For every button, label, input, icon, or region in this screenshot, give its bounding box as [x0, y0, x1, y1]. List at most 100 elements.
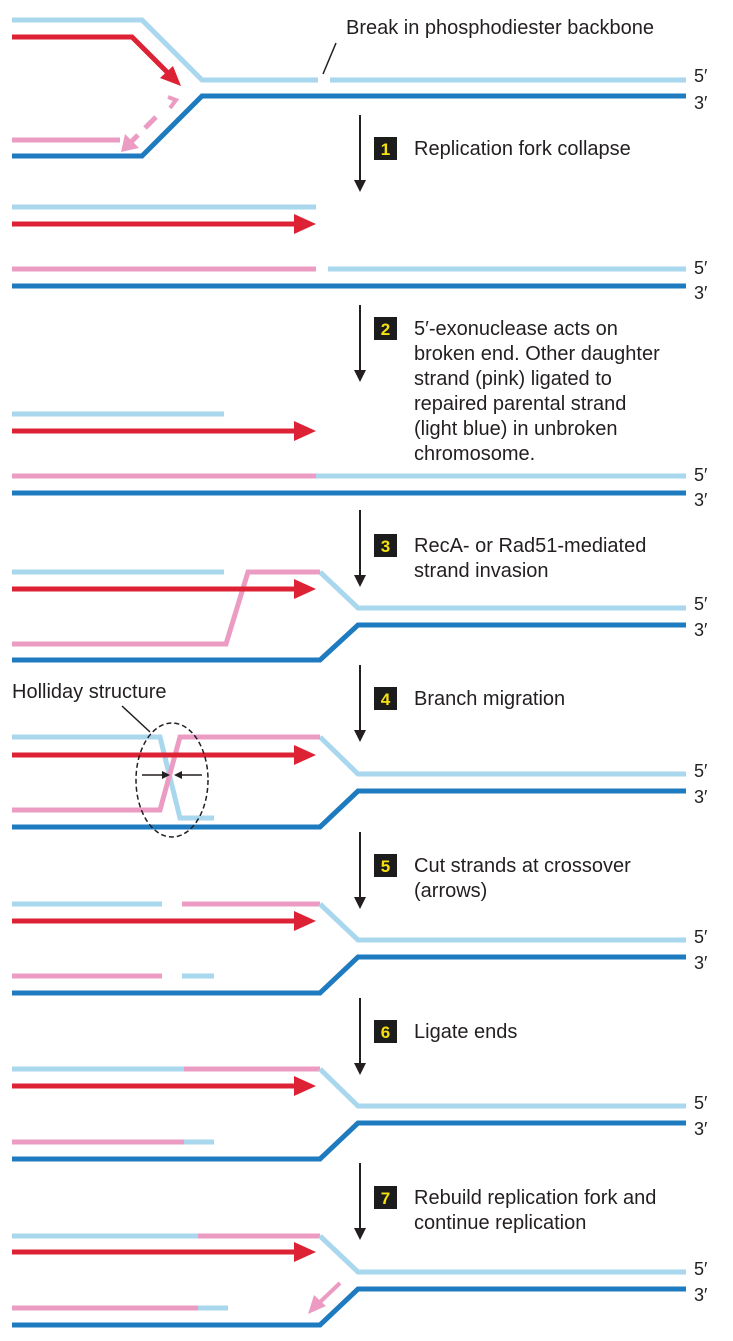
daughter-pink-strand — [12, 734, 320, 813]
end-label-3prime: 3′ — [694, 953, 708, 973]
panel-ligated: 5′ 3′ — [12, 1066, 708, 1162]
parental-dark-strand — [12, 622, 686, 663]
step-text-line: Rebuild replication fork and — [414, 1187, 656, 1209]
red-arrowhead — [160, 66, 181, 86]
red-arrowhead — [294, 421, 316, 441]
step-number: 1 — [381, 140, 390, 159]
step-number-badge — [374, 687, 397, 710]
red-arrowhead — [294, 214, 316, 234]
parental-dark-strand — [12, 93, 686, 159]
step-text-line: broken end. Other daughter — [414, 343, 660, 365]
step-6: 6 Ligate ends — [354, 998, 517, 1075]
panel-after-exonuclease: 5′ 3′ — [12, 411, 708, 510]
parental-dark-strand — [12, 788, 686, 830]
red-arrowhead — [294, 1076, 316, 1096]
step-text-line: strand (pink) ligated to — [414, 368, 612, 390]
step-number-badge — [374, 137, 397, 160]
daughter-red-strand — [12, 34, 170, 75]
invading-pink-strand — [12, 569, 320, 647]
red-arrowhead — [294, 745, 316, 765]
step-number-badge — [374, 1186, 397, 1209]
step-text-line: Replication fork collapse — [414, 138, 631, 160]
panel-initial-fork: Break in phosphodiester backbone 5′ 3′ — [12, 17, 708, 159]
break-leader-line — [322, 42, 337, 75]
step-number-badge — [374, 854, 397, 877]
end-label-3prime: 3′ — [694, 1285, 708, 1305]
step-text-line: (arrows) — [414, 880, 487, 902]
step-text-line: chromosome. — [414, 443, 535, 465]
parental-light-strand — [12, 734, 214, 821]
panel-rebuilt-fork: 5′ 3′ — [12, 1233, 708, 1328]
parental-light-strand — [318, 1234, 686, 1275]
step-number: 2 — [381, 320, 390, 339]
parental-light-strand — [318, 902, 686, 943]
break-label: Break in phosphodiester backbone — [346, 17, 654, 39]
panel-cut-strands: 5′ 3′ — [12, 901, 708, 996]
step-arrowhead — [354, 1063, 366, 1075]
step-4: 4 Branch migration — [354, 665, 565, 742]
step-3: 3 RecA- or Rad51-mediated strand invasio… — [354, 510, 646, 587]
red-arrowhead — [294, 911, 316, 931]
step-text-line: Ligate ends — [414, 1021, 517, 1043]
end-label-5prime: 5′ — [694, 761, 708, 781]
end-label-3prime: 3′ — [694, 93, 708, 113]
step-arrowhead — [354, 370, 366, 382]
new-pink-strand — [316, 1281, 342, 1306]
step-arrowhead — [354, 180, 366, 192]
step-number-badge — [374, 1020, 397, 1043]
end-label-5prime: 5′ — [694, 1093, 708, 1113]
step-number-badge — [374, 317, 397, 340]
pink-dashed-strand — [129, 115, 158, 144]
end-label-3prime: 3′ — [694, 787, 708, 807]
step-number-badge — [374, 534, 397, 557]
holliday-leader-line — [121, 705, 151, 733]
red-arrowhead — [294, 579, 316, 599]
step-text-line: Branch migration — [414, 688, 565, 710]
parental-light-strand — [318, 735, 686, 777]
end-label-3prime: 3′ — [694, 283, 708, 303]
step-arrowhead — [354, 897, 366, 909]
step-number: 5 — [381, 857, 390, 876]
parental-light-strand — [318, 570, 686, 611]
step-text-line: 5′-exonuclease acts on — [414, 318, 618, 340]
step-2: 2 5′-exonuclease acts on broken end. Oth… — [354, 305, 660, 465]
parental-dark-strand — [12, 1120, 686, 1162]
parental-light-strand — [318, 1067, 686, 1109]
red-arrowhead — [294, 1242, 316, 1262]
end-label-5prime: 5′ — [694, 66, 708, 86]
end-label-5prime: 5′ — [694, 1259, 708, 1279]
parental-dark-strand — [12, 1286, 686, 1328]
parental-dark-strand — [12, 954, 686, 996]
pink-chevron — [167, 95, 180, 110]
crossover-cut-arrowhead-left — [162, 771, 170, 779]
pink-arrowhead — [308, 1295, 326, 1314]
end-label-3prime: 3′ — [694, 1119, 708, 1139]
end-label-5prime: 5′ — [694, 465, 708, 485]
end-label-5prime: 5′ — [694, 594, 708, 614]
step-number: 3 — [381, 537, 390, 556]
step-arrowhead — [354, 1228, 366, 1240]
parental-light-strand — [12, 17, 686, 83]
end-label-3prime: 3′ — [694, 490, 708, 510]
end-label-3prime: 3′ — [694, 620, 708, 640]
panel-after-collapse: 5′ 3′ — [12, 204, 708, 303]
end-label-5prime: 5′ — [694, 258, 708, 278]
step-text-line: RecA- or Rad51-mediated — [414, 535, 646, 557]
panel-strand-invasion: 5′ 3′ — [12, 569, 708, 663]
step-arrowhead — [354, 575, 366, 587]
step-7: 7 Rebuild replication fork and continue … — [354, 1163, 656, 1240]
step-5: 5 Cut strands at crossover (arrows) — [354, 832, 631, 909]
pink-arrowhead-lower — [121, 134, 139, 152]
holliday-label: Holliday structure — [12, 681, 167, 703]
end-label-5prime: 5′ — [694, 927, 708, 947]
step-arrowhead — [354, 730, 366, 742]
crossover-cut-arrowhead-right — [174, 771, 182, 779]
step-text-line: strand invasion — [414, 560, 549, 582]
step-number: 6 — [381, 1023, 390, 1042]
step-text-line: repaired parental strand — [414, 393, 626, 415]
step-text-line: (light blue) in unbroken — [414, 418, 617, 440]
step-1: 1 Replication fork collapse — [354, 115, 631, 192]
step-text-line: continue replication — [414, 1212, 586, 1234]
holliday-junction-outline — [135, 722, 209, 838]
